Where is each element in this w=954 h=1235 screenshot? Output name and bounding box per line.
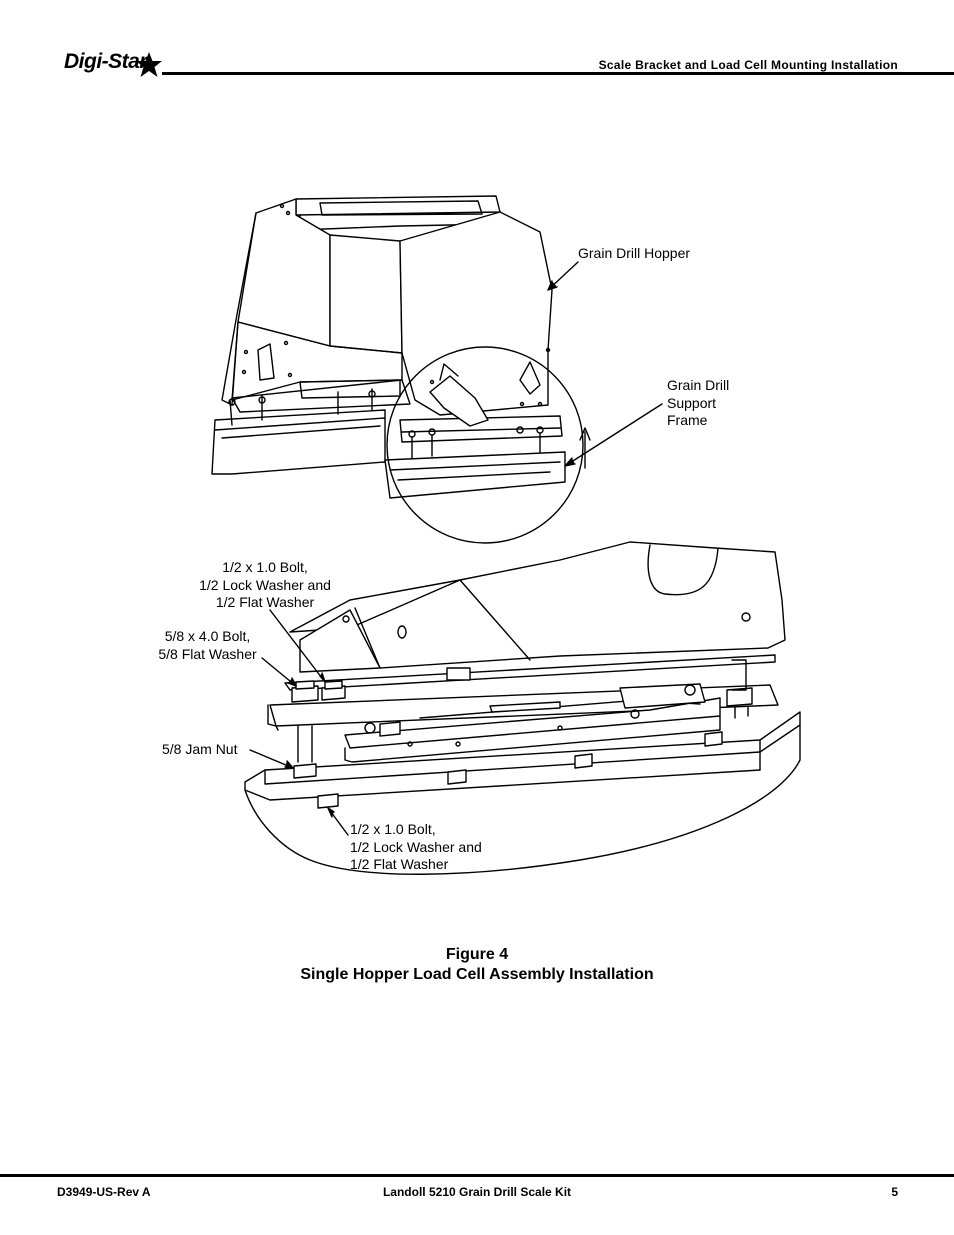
star-icon bbox=[136, 52, 162, 77]
footer-doc-id: D3949-US-Rev A bbox=[57, 1185, 151, 1199]
detail-circle bbox=[386, 346, 584, 544]
label-bolt-top: 1/2 x 1.0 Bolt, 1/2 Lock Washer and 1/2 … bbox=[199, 559, 331, 610]
label-jam-nut: 5/8 Jam Nut bbox=[162, 741, 238, 757]
label-support-frame: Grain Drill Support Frame bbox=[667, 377, 730, 428]
footer-rule bbox=[0, 1174, 954, 1177]
header-title: Scale Bracket and Load Cell Mounting Ins… bbox=[598, 58, 898, 72]
figure-title: Single Hopper Load Cell Assembly Install… bbox=[300, 966, 654, 983]
grain-drill-hopper bbox=[211, 195, 566, 499]
load-cell-assembly-detail bbox=[244, 541, 801, 875]
label-bolt-bottom: 1/2 x 1.0 Bolt, 1/2 Lock Washer and 1/2 … bbox=[350, 821, 482, 872]
footer-title: Landoll 5210 Grain Drill Scale Kit bbox=[382, 1185, 572, 1199]
digi-star-logo: Digi-Star bbox=[64, 50, 148, 73]
figure-number: Figure 4 bbox=[445, 946, 509, 963]
label-grain-drill-hopper: Grain Drill Hopper bbox=[578, 245, 691, 261]
page-number: 5 bbox=[891, 1185, 898, 1199]
header-rule bbox=[162, 72, 954, 75]
label-bolt-58: 5/8 x 4.0 Bolt, 5/8 Flat Washer bbox=[158, 628, 257, 662]
